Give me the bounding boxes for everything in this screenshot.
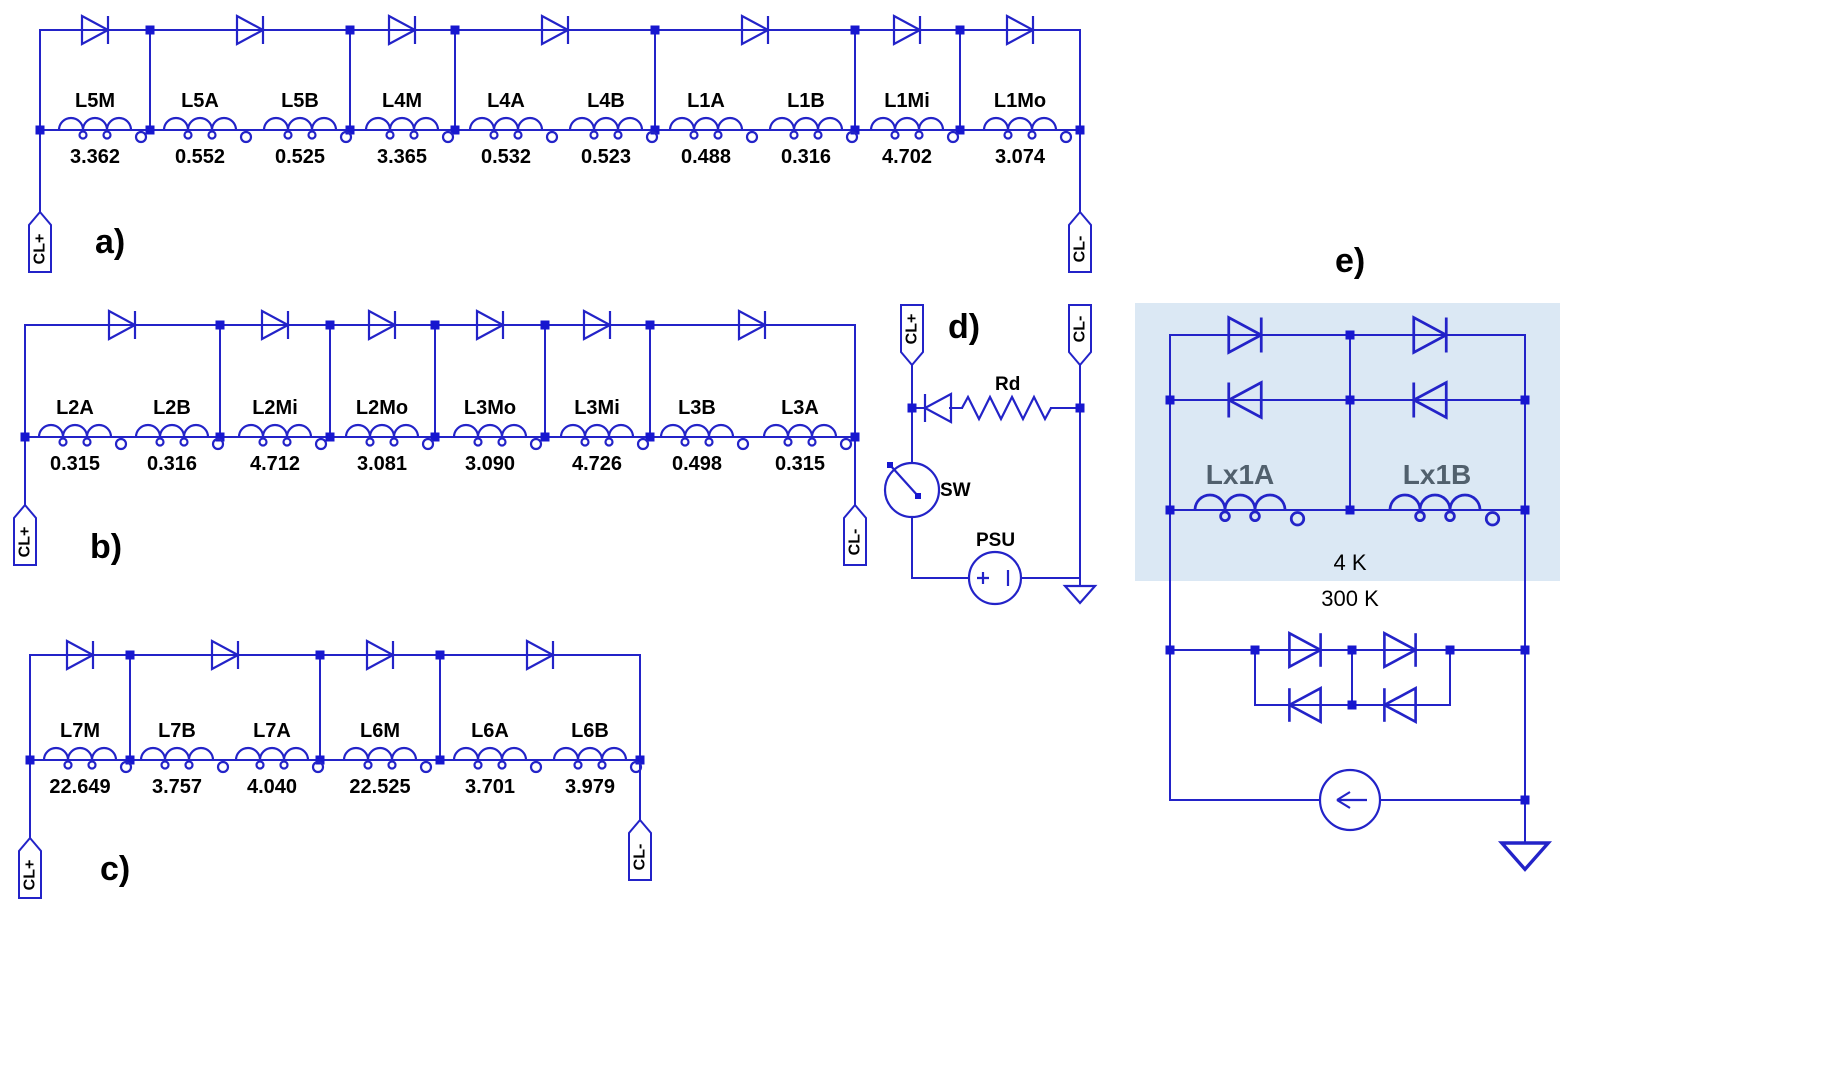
inductor-value: 3.081: [357, 453, 407, 475]
circuit-label-d: d): [948, 308, 980, 346]
inductor-value: 0.316: [147, 453, 197, 475]
inductor-value: 22.525: [349, 776, 410, 798]
circuit-label-e: e): [1335, 242, 1365, 280]
circuit-a: L5M L5A L5B L4M L4A L4B L1A L1B L1Mi L1M…: [28, 14, 1092, 273]
inductor-name: L2A: [56, 397, 94, 419]
inductor-name: L3B: [678, 397, 716, 419]
circuit-e: e) Lx1A Lx1B 4 K 300 K: [1165, 242, 1550, 872]
terminal-label-cl-plus: CL+: [904, 314, 921, 345]
inductor-value: 0.315: [775, 453, 825, 475]
ground-icon: [1063, 584, 1097, 605]
inductor-name: L7A: [253, 720, 291, 742]
inductor-value: 3.090: [465, 453, 515, 475]
ground-icon: [1500, 841, 1550, 872]
current-source-icon: [1318, 768, 1382, 832]
inductor-name: L5A: [181, 90, 219, 112]
psu-icon: [967, 550, 1023, 606]
circuit-label-b: b): [90, 528, 122, 566]
inductor-value: 0.498: [672, 453, 722, 475]
junction-node: [1075, 403, 1085, 413]
inductor-name: L1Mi: [884, 90, 930, 112]
diode-icon: [923, 392, 953, 424]
inductor-name: L1Mo: [994, 90, 1046, 112]
inductor-value: 0.552: [175, 146, 225, 168]
inductor-value: 3.074: [995, 146, 1046, 168]
inductor-value: 3.979: [565, 776, 615, 798]
circuit-d: CL+ CL- d) Rd SW PSU: [883, 304, 1097, 606]
circuit-label-a: a): [95, 223, 125, 261]
inductor-name: L4B: [587, 90, 625, 112]
terminal-label-cl-minus: CL-: [1072, 316, 1089, 343]
inductor-name: L6A: [471, 720, 509, 742]
resistor-icon: [961, 394, 1052, 422]
terminal-label-cl-plus: CL+: [32, 234, 49, 265]
inductor-name: Lx1A: [1206, 459, 1274, 490]
inductor-value: 4.040: [247, 776, 297, 798]
inductor-value: 0.525: [275, 146, 325, 168]
temperature-label-cold: 4 K: [1333, 550, 1366, 575]
terminal-label-cl-minus: CL-: [1072, 236, 1089, 263]
junction-node: [907, 403, 917, 413]
inductor-value: 0.488: [681, 146, 731, 168]
terminal-label-cl-minus: CL-: [632, 844, 649, 871]
circuit-label-c: c): [100, 850, 130, 888]
inductor-name: L5M: [75, 90, 115, 112]
inductor-name: L4M: [382, 90, 422, 112]
psu-label: PSU: [976, 530, 1015, 551]
junction-nodes: [20, 320, 860, 442]
inductor-name: L3Mo: [464, 397, 516, 419]
inductor-value: 0.316: [781, 146, 831, 168]
wires: [24, 324, 856, 506]
inductor-value: 3.362: [70, 146, 120, 168]
inductor-name: L5B: [281, 90, 319, 112]
inductor-name: L2Mi: [252, 397, 298, 419]
terminal-label-cl-plus: CL+: [17, 527, 34, 558]
inductor-value: 0.315: [50, 453, 100, 475]
inductor-name: L1B: [787, 90, 825, 112]
inductor-name: L7B: [158, 720, 196, 742]
inductor-value: 3.365: [377, 146, 427, 168]
junction-nodes: [25, 650, 645, 765]
switch-label: SW: [940, 480, 971, 501]
inductor-value: 0.523: [581, 146, 631, 168]
inductor-name: L3Mi: [574, 397, 620, 419]
inductor-name: L2Mo: [356, 397, 408, 419]
wires: [29, 654, 641, 839]
inductor-value: 3.757: [152, 776, 202, 798]
temperature-label-warm: 300 K: [1321, 586, 1379, 611]
circuit-b: L2A L2B L2Mi L2Mo L3Mo L3Mi L3B L3A 0.31…: [13, 309, 867, 566]
inductor-name: L4A: [487, 90, 525, 112]
inductor-value: 3.701: [465, 776, 515, 798]
inductor-value: 4.712: [250, 453, 300, 475]
inductor-value: 22.649: [49, 776, 110, 798]
resistor-label: Rd: [995, 374, 1020, 395]
inductor-name: L7M: [60, 720, 100, 742]
switch-icon: [883, 461, 941, 519]
inductor-name: Lx1B: [1403, 459, 1471, 490]
inductor-value: 4.702: [882, 146, 932, 168]
inductor-value: 0.532: [481, 146, 531, 168]
inductor-name: L6M: [360, 720, 400, 742]
wires: [911, 364, 1081, 587]
inductor-value: 4.726: [572, 453, 622, 475]
wires: [39, 29, 1081, 213]
inductor-name: L6B: [571, 720, 609, 742]
circuit-c: L7M L7B L7A L6M L6A L6B 22.649 3.757 4.0…: [18, 639, 652, 899]
inductor-name: L1A: [687, 90, 725, 112]
cold-region-highlight: [1135, 303, 1560, 581]
inductor-name: L2B: [153, 397, 191, 419]
terminal-label-cl-plus: CL+: [22, 860, 39, 891]
inductor-name: L3A: [781, 397, 819, 419]
terminal-label-cl-minus: CL-: [847, 529, 864, 556]
